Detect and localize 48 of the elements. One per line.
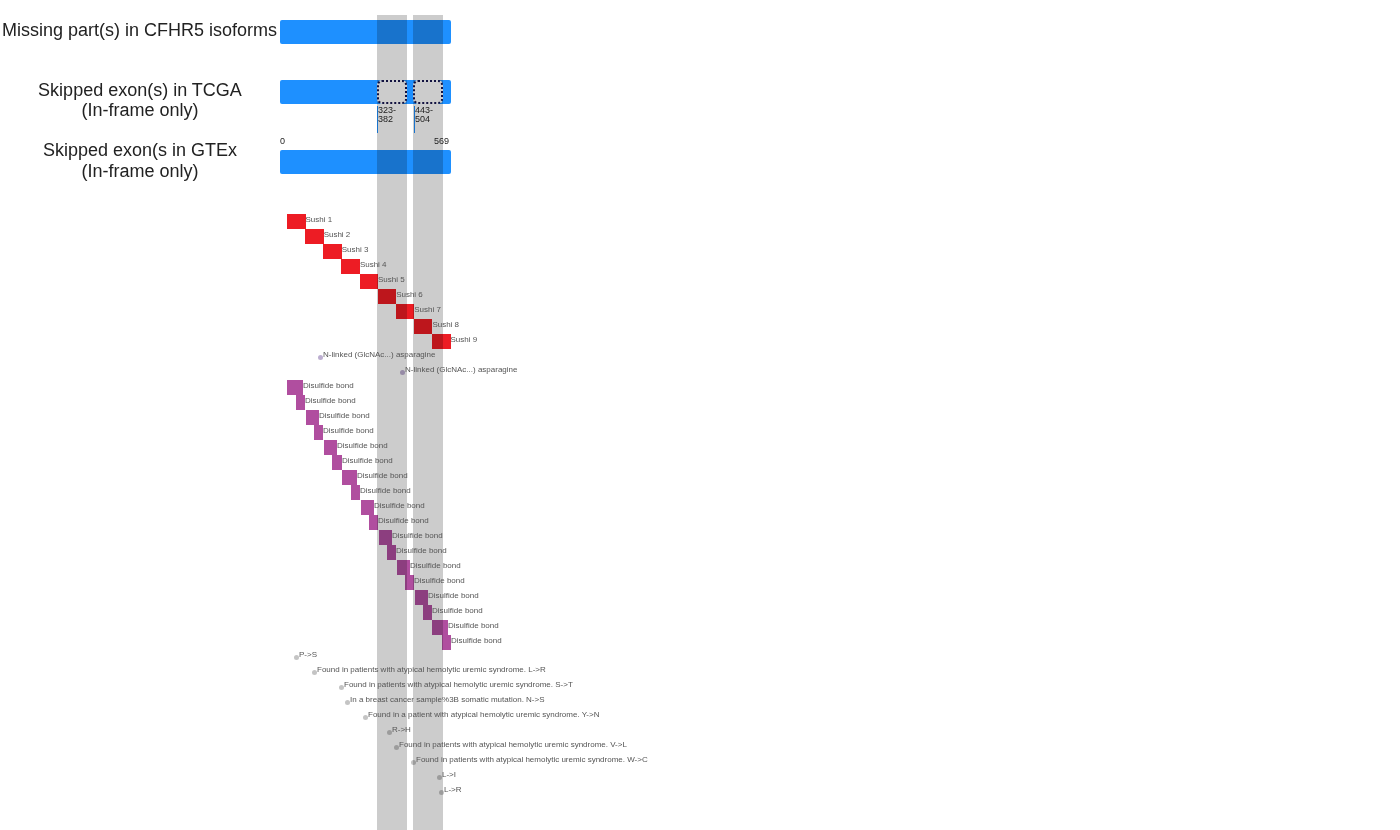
feature-label: Disulfide bond: [323, 425, 374, 436]
domain-label: Sushi 4: [359, 259, 387, 270]
domain-label: Sushi 9: [450, 334, 478, 345]
site-label: N-linked (GlcNAc...) asparagine: [405, 365, 518, 375]
variant-label: Found in patients with atypical hemolytic uremic syndrome. S->T: [344, 680, 573, 690]
feature-label: Disulfide bond: [448, 620, 499, 631]
variant-label: Found in patients with atypical hemolytic uremic syndrome. L->R: [317, 665, 546, 675]
track-title: Skipped exon(s) in TCGA (In-frame only): [37, 80, 243, 120]
site-label: N-linked (GlcNAc...) asparagine: [323, 350, 436, 360]
range-label: 443-504: [415, 106, 434, 124]
skipped-exon-box: [377, 80, 407, 104]
variant-label: P->S: [299, 650, 317, 660]
feature-label: Disulfide bond: [303, 380, 354, 391]
feature-label: Disulfide bond: [432, 605, 483, 616]
range-label: 323-382: [378, 106, 397, 124]
domain-label: Sushi 6: [396, 289, 423, 300]
domain-label: Sushi 8: [432, 319, 460, 330]
feature-label: Disulfide bond: [337, 440, 388, 451]
scale-label: 0: [280, 136, 286, 146]
feature-label: Disulfide bond: [428, 590, 479, 601]
feature-label: Disulfide bond: [451, 635, 502, 646]
feature-label: Disulfide bond: [319, 410, 370, 421]
feature-label: Disulfide bond: [374, 500, 425, 511]
feature-label: Disulfide bond: [342, 455, 393, 466]
variant-label: Found in a patient with atypical hemolytic uremic syndrome. Y->N: [368, 710, 600, 720]
scale-label: 569: [432, 136, 449, 146]
feature-label: Disulfide bond: [414, 575, 465, 586]
variant-label: Found in patients with atypical hemolytic uremic syndrome. W->C: [416, 755, 648, 765]
domain-label: Sushi 7: [414, 304, 441, 315]
feature-label: Disulfide bond: [410, 560, 461, 571]
variant-label: Found in patients with atypical hemolytic uremic syndrome. V->L: [399, 740, 627, 750]
skipped-exon-box: [413, 80, 443, 104]
feature-label: Disulfide bond: [305, 395, 356, 406]
feature-label: Disulfide bond: [392, 530, 443, 541]
variant-label: R->H: [392, 725, 411, 735]
feature-label: Disulfide bond: [378, 515, 429, 526]
variant-label: L->I: [442, 770, 456, 780]
feature-label: Disulfide bond: [360, 485, 411, 496]
feature-label: Disulfide bond: [357, 470, 408, 481]
domain-label: Sushi 5: [378, 274, 405, 285]
domain-label: Sushi 3: [341, 244, 369, 255]
domain-label: Sushi 2: [323, 229, 351, 240]
feature-label: Disulfide bond: [396, 545, 447, 556]
variant-label: In a breast cancer sample%3B somatic mutation. N->S: [350, 695, 545, 705]
track-title: Skipped exon(s in GTEx (In-frame only): [41, 140, 239, 182]
track-title: Missing part(s) in CFHR5 isoforms: [0, 20, 277, 40]
variant-label: L->R: [444, 785, 462, 795]
domain-label: Sushi 1: [305, 214, 333, 225]
